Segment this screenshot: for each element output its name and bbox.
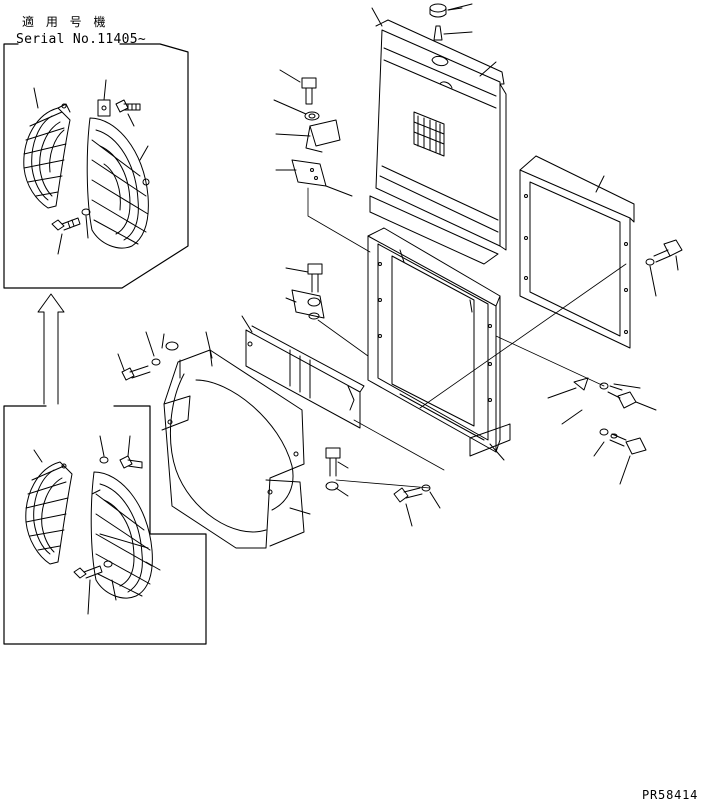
bolt-inset-top-right (116, 100, 140, 112)
radiator-cap (430, 4, 462, 40)
leader-lines-main (118, 4, 678, 526)
bolt-right-bottom (600, 429, 646, 454)
bolt-inset-top-left (52, 209, 90, 230)
side-cover-frame (520, 156, 634, 348)
up-arrow-icon (38, 294, 64, 404)
bracket-top-left (306, 120, 340, 152)
rubber-seal-strip (370, 196, 498, 264)
bolt-mid-left (308, 264, 322, 306)
fan-guard-right-top (87, 100, 149, 248)
fan-guard-left-bottom (26, 462, 72, 564)
shim-plates (292, 160, 326, 186)
applicable-serial-title: 適 用 号 機 (22, 15, 110, 29)
inset-box-bottom (4, 406, 206, 644)
lower-cover (246, 326, 364, 428)
bolt-inset-bottom-right (120, 456, 142, 468)
radiator-shroud-frame (368, 228, 510, 456)
bolt-right-lower (574, 378, 636, 408)
plate-mid-left (292, 290, 324, 319)
fan-guard-right-bottom (91, 472, 152, 598)
washer-inset-bottom (100, 457, 108, 463)
fan-guard-left-top (24, 104, 70, 208)
bolt-top-left (302, 78, 316, 104)
assembly-lines (308, 188, 626, 488)
radiator-core (376, 20, 506, 250)
leader-lines-inset-top (34, 80, 148, 254)
drawing-code: PR58414 (642, 788, 699, 802)
bolt-center (326, 448, 340, 490)
bolt-right-upper (646, 240, 682, 265)
bolt-inset-bottom-left (74, 561, 112, 578)
leader-lines-inset-bottom (34, 436, 160, 614)
washer-top-left (305, 112, 319, 120)
inset-box-top (4, 44, 188, 288)
fan-shroud (162, 350, 304, 548)
bolts-left-fan (122, 342, 178, 380)
serial-number-label: Serial No.11405~ (16, 32, 147, 47)
